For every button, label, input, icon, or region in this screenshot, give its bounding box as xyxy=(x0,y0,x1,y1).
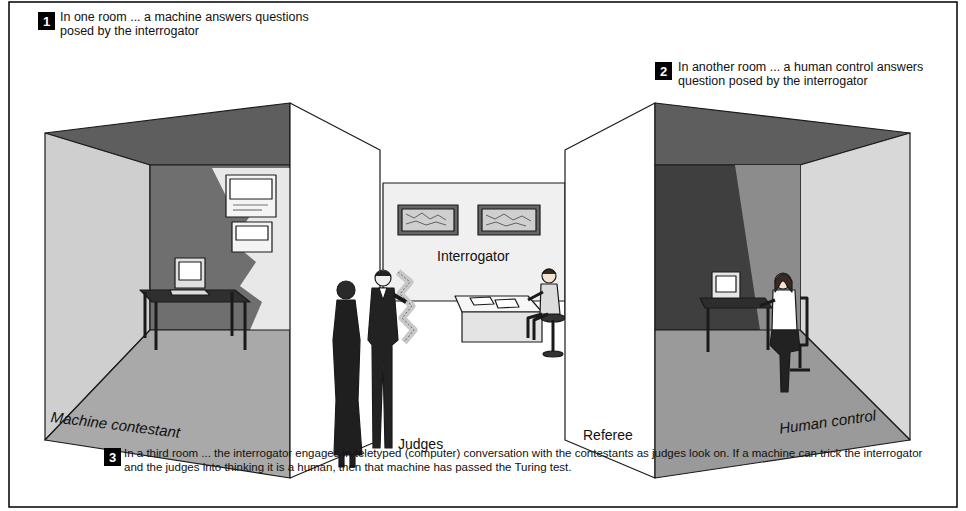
wall-screen xyxy=(230,179,272,199)
monitor-screen xyxy=(179,262,201,280)
callout-number-text: 1 xyxy=(43,15,50,28)
room-wall-panel xyxy=(565,103,655,478)
printout-text xyxy=(398,272,414,342)
person-legs xyxy=(770,330,800,392)
stool-post xyxy=(552,320,555,352)
wall-screen xyxy=(236,226,268,240)
person-label: Interrogator xyxy=(437,248,547,264)
wall-screen xyxy=(226,175,276,217)
keyboard xyxy=(170,290,210,295)
person-body xyxy=(540,284,560,314)
callout-text: In another room ... a human control answ… xyxy=(678,60,933,88)
wall-highlight xyxy=(212,168,290,330)
computer-monitor xyxy=(712,272,740,298)
judge-figure xyxy=(333,300,362,455)
machine-room xyxy=(45,103,380,478)
person-arm xyxy=(760,300,775,306)
screen-scribble xyxy=(406,213,446,225)
person-head xyxy=(542,269,556,283)
monitor-screen xyxy=(716,276,736,292)
callout-text: In one room ... a machine answers questi… xyxy=(60,10,310,38)
callout-number-text: 3 xyxy=(109,451,116,464)
person-legs xyxy=(528,314,548,340)
wall-monitor-screen xyxy=(402,209,454,231)
screen-scribble xyxy=(486,214,531,226)
shirt-collar xyxy=(379,288,387,300)
desk-leg xyxy=(767,308,770,350)
interrogator-room xyxy=(380,183,565,357)
wall-monitor xyxy=(398,205,458,235)
screen-line xyxy=(233,209,262,210)
wall-monitor-screen xyxy=(482,209,536,231)
paper xyxy=(470,297,494,305)
judge-hair xyxy=(375,271,391,276)
person-body xyxy=(772,290,797,330)
room-wall-panel xyxy=(290,103,380,478)
room-back-wall xyxy=(150,165,290,330)
callout-number: 2 xyxy=(655,62,672,80)
room-back-wall xyxy=(655,165,800,330)
callout-text: In a third room ... the interrogator eng… xyxy=(124,446,924,474)
paper xyxy=(495,299,519,308)
desk-leg xyxy=(144,292,147,338)
person-hair xyxy=(542,269,556,274)
desk-leg xyxy=(707,308,710,352)
judge-figure xyxy=(368,288,398,448)
frame-border xyxy=(9,2,957,507)
person-arm xyxy=(528,292,543,300)
judge-head xyxy=(337,281,355,299)
printout-scroll xyxy=(398,272,414,342)
person-label: Referee xyxy=(583,427,653,443)
desk-leg xyxy=(155,302,158,350)
person-hair xyxy=(775,274,792,293)
callout-number: 1 xyxy=(38,12,55,30)
stool-base xyxy=(543,351,563,357)
desk-leg xyxy=(244,302,247,350)
desk-leg xyxy=(231,292,234,336)
screen-line xyxy=(233,204,268,205)
computer-monitor xyxy=(175,258,205,288)
judge-head xyxy=(375,270,391,286)
wall-monitor xyxy=(478,205,540,235)
judge-arm xyxy=(394,295,406,302)
callout-number-text: 2 xyxy=(660,65,667,78)
callout-number: 3 xyxy=(104,448,121,466)
wall-screen xyxy=(232,222,272,252)
